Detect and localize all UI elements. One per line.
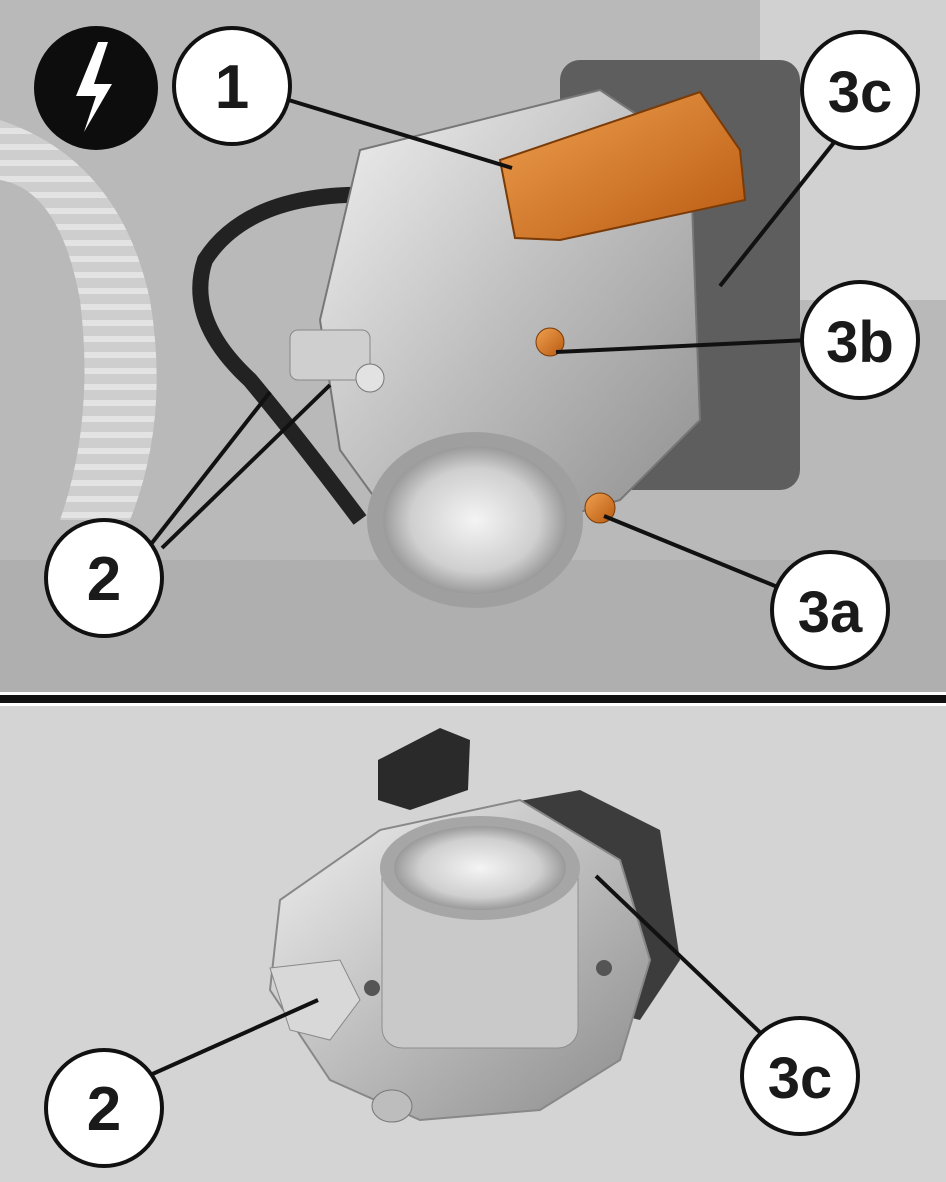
top-leader-lines — [146, 96, 838, 590]
bottom-leader-lines — [147, 874, 770, 1078]
bottom-coolant-port — [371, 1089, 413, 1123]
bottom-flange-hole — [596, 960, 612, 976]
bottom-bore — [394, 826, 566, 910]
intake-bore — [383, 446, 567, 594]
leader-3c — [718, 138, 838, 288]
bolt-3b-highlight — [535, 327, 565, 357]
callout-2-top-label: 2 — [87, 545, 121, 614]
electrical-connector-highlight — [498, 90, 747, 242]
callout-3c-bottom-label: 3c — [768, 1046, 833, 1111]
leader-3a — [603, 514, 781, 590]
callout-3b-label: 3b — [826, 310, 894, 375]
callout-1-label: 1 — [215, 53, 249, 122]
electrical-warning — [34, 26, 158, 150]
bottom-connector — [378, 728, 470, 810]
bottom-leader-2 — [147, 998, 319, 1078]
callout-3a: 3a — [770, 550, 890, 670]
callout-3a-label: 3a — [798, 580, 863, 645]
bracket-nut — [355, 363, 385, 393]
wiring-harness — [192, 186, 381, 525]
corrugated-hose — [0, 120, 157, 520]
lightning-bolt-icon — [76, 42, 112, 132]
bottom-leader-3c — [594, 874, 770, 1042]
mounting-bracket — [289, 329, 371, 381]
top-panel: 1 2 3a 3b 3c — [0, 0, 946, 692]
callout-3c-top-label: 3c — [828, 60, 893, 125]
callout-3c-bottom: 3c — [740, 1016, 860, 1136]
leader-2b — [160, 383, 332, 550]
panel-divider — [0, 695, 946, 703]
callout-3b: 3b — [800, 280, 920, 400]
leader-2a — [146, 390, 272, 550]
callout-3c-top: 3c — [800, 30, 920, 150]
callout-1: 1 — [172, 26, 292, 146]
leader-1 — [281, 96, 513, 170]
bottom-bracket-hole — [364, 980, 380, 996]
bottom-panel: 2 3c — [0, 706, 946, 1182]
callout-2-bottom: 2 — [44, 1048, 164, 1168]
leader-3b — [555, 338, 809, 354]
callout-2-top: 2 — [44, 518, 164, 638]
callout-2-bottom-label: 2 — [87, 1075, 121, 1144]
